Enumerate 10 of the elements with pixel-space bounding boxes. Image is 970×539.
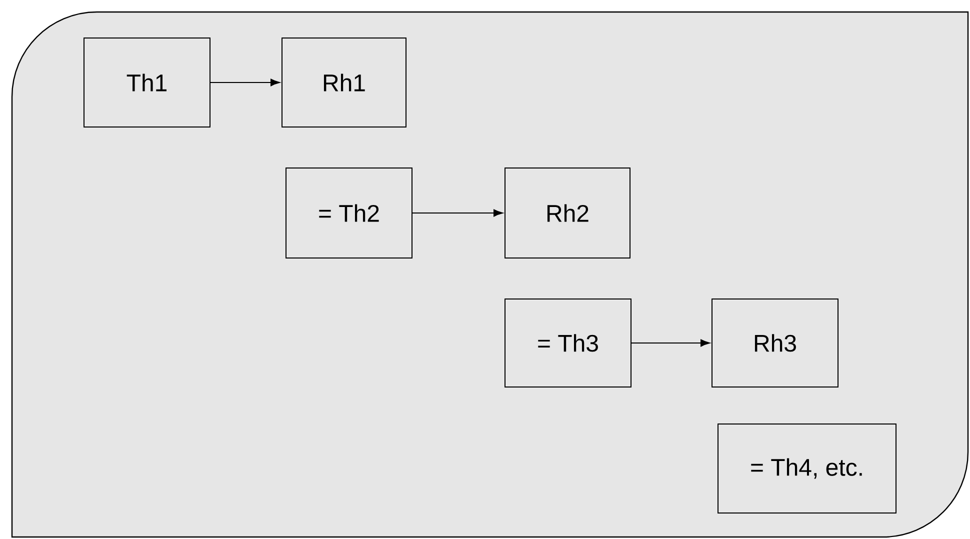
process-box: = Th4, etc. <box>718 424 896 514</box>
arrow <box>210 78 280 86</box>
process-box: = Th3 <box>504 298 632 388</box>
process-box: Th1 <box>84 38 210 128</box>
process-box: Rh3 <box>712 298 838 388</box>
process-box: Rh1 <box>282 38 406 128</box>
arrow <box>631 339 710 347</box>
arrow <box>412 209 503 217</box>
process-box: Rh2 <box>504 168 630 258</box>
process-box: = Th2 <box>286 168 412 258</box>
